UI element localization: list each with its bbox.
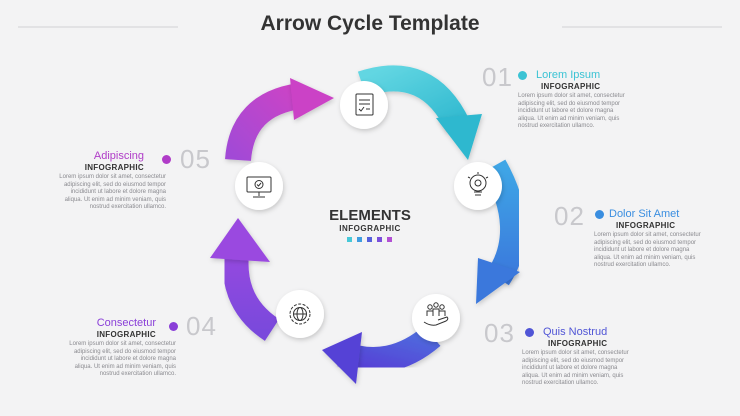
step-1-number: 01 xyxy=(482,62,513,92)
step-2-title: Dolor Sit Amet xyxy=(609,208,680,220)
step-2-description: Lorem ipsum dolor sit amet, consectetur … xyxy=(594,232,701,269)
arrow-segment-1 xyxy=(357,65,482,160)
step-5-number: 05 xyxy=(180,144,211,174)
step-2-subtitle: INFOGRAPHIC xyxy=(616,221,676,230)
arrow-segment-3 xyxy=(322,325,441,384)
step-5-description: Lorem ipsum dolor sit amet, consectetur … xyxy=(59,174,166,211)
center-title: ELEMENTS xyxy=(329,207,411,224)
arrow-segment-4 xyxy=(210,218,280,341)
step-3-subtitle: INFOGRAPHIC xyxy=(548,339,608,348)
hand-people-icon xyxy=(423,302,449,326)
page-title: Arrow Cycle Template xyxy=(260,12,480,35)
step-4-description: Lorem ipsum dolor sit amet, consectetur … xyxy=(69,341,176,378)
node-2 xyxy=(454,162,502,210)
document-checklist-icon xyxy=(355,93,374,116)
node-3 xyxy=(412,294,460,342)
step-3-dot xyxy=(525,328,534,337)
step-3-number: 03 xyxy=(484,318,515,348)
center-swatch xyxy=(387,237,392,242)
center-subtitle: INFOGRAPHIC xyxy=(339,224,401,233)
arrow-segment-5 xyxy=(225,78,334,162)
node-4 xyxy=(276,290,324,338)
step-1-title: Lorem Ipsum xyxy=(536,69,601,81)
step-4-dot xyxy=(169,322,178,331)
center-swatch xyxy=(367,237,372,242)
step-5-subtitle: INFOGRAPHIC xyxy=(84,163,144,172)
step-1-dot xyxy=(518,71,527,80)
globe-gear-icon xyxy=(289,303,311,325)
step-4-title: Consectetur xyxy=(96,317,156,329)
step-3-title: Quis Nostrud xyxy=(543,326,608,338)
step-1-subtitle: INFOGRAPHIC xyxy=(541,82,601,91)
step-5-title: Adipiscing xyxy=(93,150,144,162)
title-rule-left xyxy=(18,26,178,28)
step-5-dot xyxy=(162,155,171,164)
center-swatch xyxy=(347,237,352,242)
center-swatch xyxy=(377,237,382,242)
node-1 xyxy=(340,81,388,129)
monitor-check-icon xyxy=(246,176,272,198)
step-4-number: 04 xyxy=(186,311,217,341)
title-rule-right xyxy=(562,26,722,28)
step-4-subtitle: INFOGRAPHIC xyxy=(96,330,156,339)
step-3-description: Lorem ipsum dolor sit amet, consectetur … xyxy=(522,350,629,387)
step-1-description: Lorem ipsum dolor sit amet, consectetur … xyxy=(518,93,625,130)
step-2-number: 02 xyxy=(554,201,585,231)
step-2-dot xyxy=(595,210,604,219)
node-5 xyxy=(235,162,283,210)
center-swatch xyxy=(357,237,362,242)
lightbulb-gear-icon xyxy=(467,172,489,196)
